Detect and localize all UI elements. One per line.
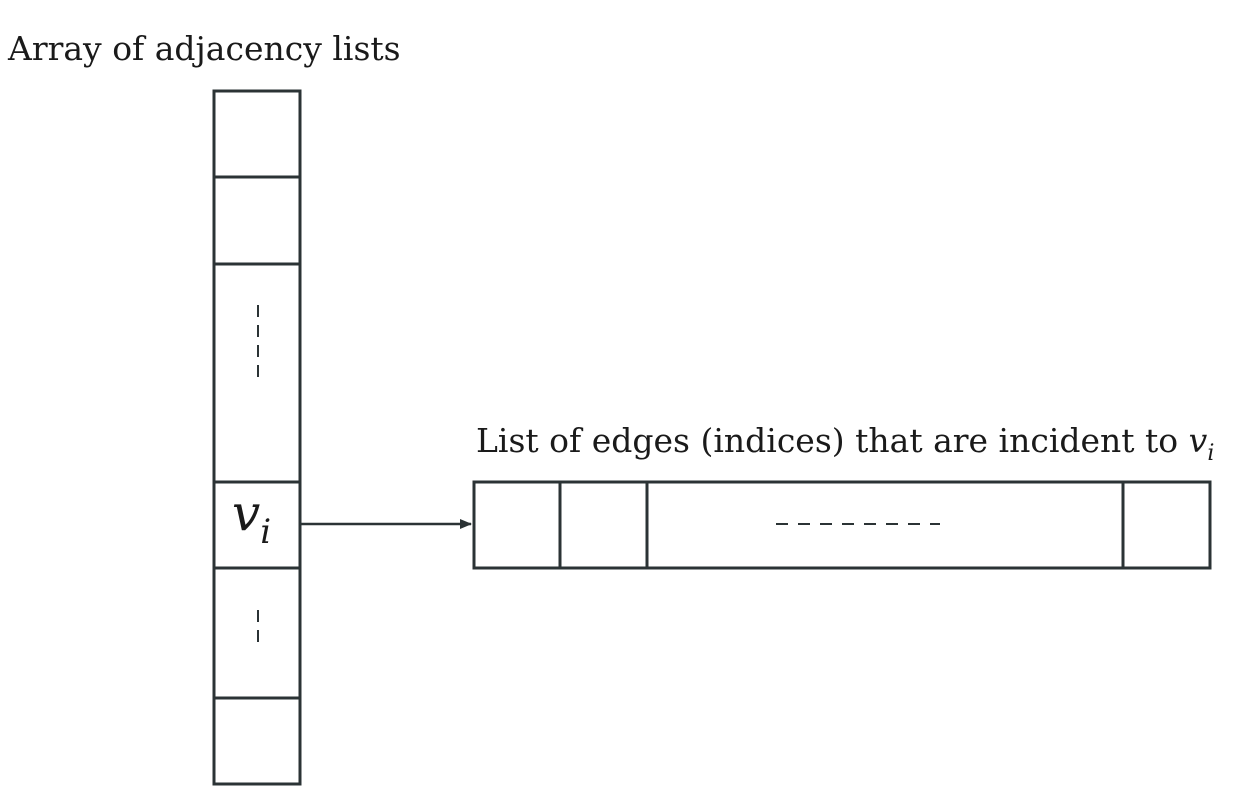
edge-list	[472, 480, 1212, 570]
array-title: Array of adjacency lists	[7, 29, 401, 68]
array-cell-vi	[212, 480, 302, 570]
array-cell	[212, 89, 302, 179]
array-cell	[212, 696, 302, 786]
array-cell	[212, 175, 302, 266]
vertex-label: vi	[232, 484, 271, 552]
adjacency-array: vi	[212, 89, 302, 786]
edge-list-title: List of edges (indices) that are inciden…	[476, 421, 1214, 466]
